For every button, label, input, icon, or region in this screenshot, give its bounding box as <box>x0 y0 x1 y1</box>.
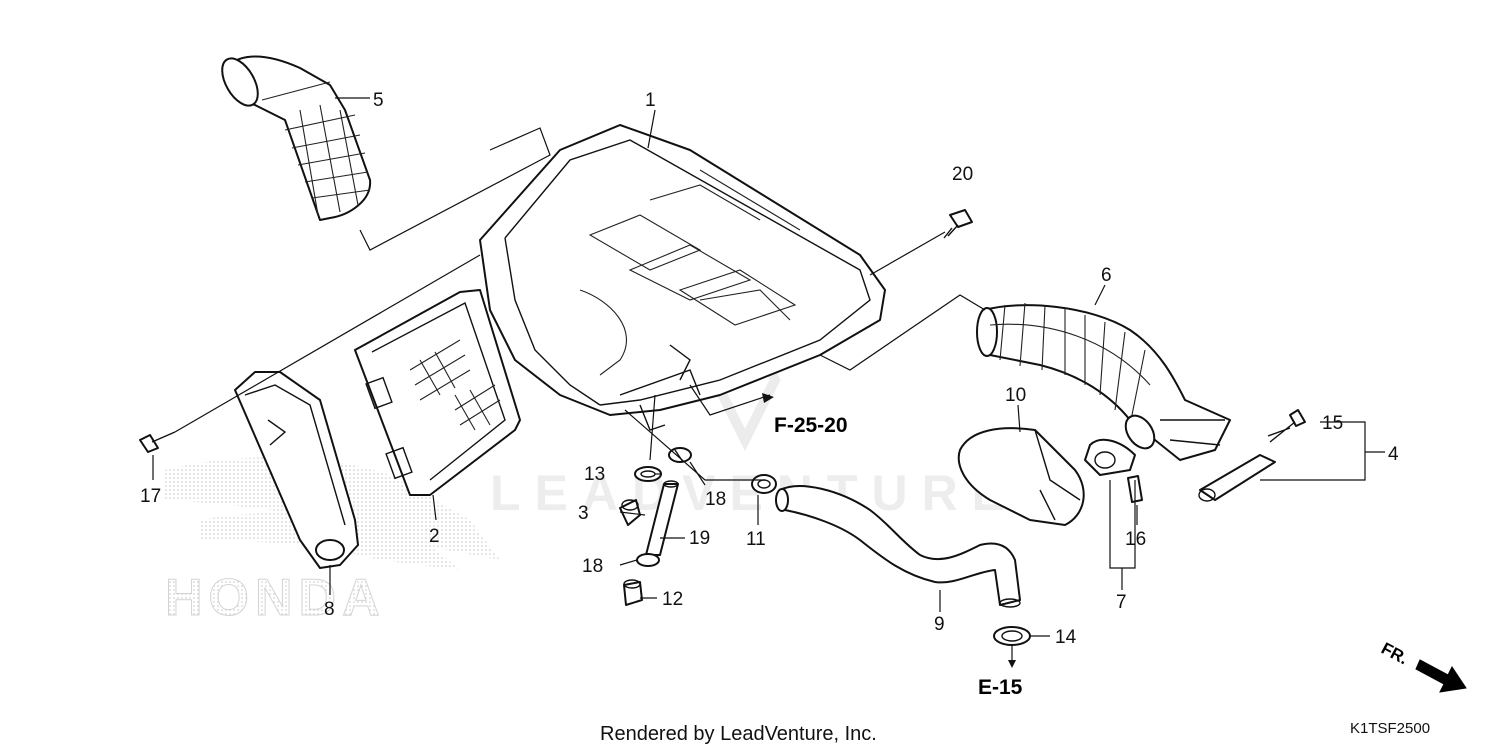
callout-7[interactable]: 7 <box>1116 592 1127 613</box>
callout-18-upper[interactable]: 18 <box>705 489 726 510</box>
part-7-band[interactable] <box>1084 438 1136 476</box>
part-5-inlet-duct[interactable] <box>215 52 372 221</box>
part-17-screw[interactable] <box>139 431 176 453</box>
part-14-clip[interactable] <box>993 626 1031 646</box>
part-6-connecting-tube[interactable] <box>976 302 1231 461</box>
callout-15[interactable]: 15 <box>1322 413 1343 434</box>
callout-10[interactable]: 10 <box>1005 385 1026 406</box>
callout-18-lower[interactable]: 18 <box>582 556 603 577</box>
front-direction-indicator: FR. <box>1378 639 1467 693</box>
part-4-band[interactable] <box>1198 454 1276 502</box>
part-9-drain-hose[interactable] <box>775 485 1021 608</box>
part-1-air-cleaner-case[interactable] <box>479 124 886 431</box>
part-15-screw[interactable] <box>1267 409 1306 443</box>
part-10-resonator[interactable] <box>957 427 1085 526</box>
callout-3[interactable]: 3 <box>578 503 589 524</box>
diagram-code: K1TSF2500 <box>1350 720 1430 737</box>
callout-12[interactable]: 12 <box>662 589 683 610</box>
callout-19[interactable]: 19 <box>689 528 710 549</box>
callout-14[interactable]: 14 <box>1055 627 1077 648</box>
callout-4[interactable]: 4 <box>1388 444 1399 465</box>
callout-5[interactable]: 5 <box>373 90 384 111</box>
callout-1[interactable]: 1 <box>645 90 656 111</box>
callout-9[interactable]: 9 <box>934 614 945 635</box>
leader-lines <box>152 97 1385 668</box>
part-12-plug[interactable] <box>623 579 643 606</box>
front-arrow-icon <box>1415 659 1467 693</box>
part-2-air-filter-element[interactable] <box>354 289 521 496</box>
callout-17[interactable]: 17 <box>140 486 161 507</box>
part-8-filter-cover[interactable] <box>234 371 359 569</box>
watermark-brand-text: HONDA <box>165 569 386 627</box>
front-direction-label: FR. <box>1378 639 1411 669</box>
part-19-tube[interactable] <box>645 480 679 556</box>
callout-20[interactable]: 20 <box>952 164 973 185</box>
part-18-clip-lower[interactable] <box>636 553 660 567</box>
reference-e-15[interactable]: E-15 <box>978 676 1023 699</box>
callout-16[interactable]: 16 <box>1125 529 1146 550</box>
callout-6[interactable]: 6 <box>1101 265 1112 286</box>
watermark-text: LEADVENTURE <box>490 465 1019 521</box>
footer-credit: Rendered by LeadVenture, Inc. <box>600 723 877 745</box>
part-20-bolt[interactable] <box>943 209 973 239</box>
reference-f-25-20[interactable]: F-25-20 <box>774 414 848 437</box>
callout-11[interactable]: 11 <box>746 529 766 550</box>
callout-8[interactable]: 8 <box>324 599 335 620</box>
part-18-clip-upper[interactable] <box>668 447 692 463</box>
part-11-clip[interactable] <box>751 474 777 494</box>
callout-2[interactable]: 2 <box>429 526 440 547</box>
callout-labels: 1 2 3 4 5 6 7 8 9 10 11 12 13 14 15 16 1… <box>140 90 1399 648</box>
callout-13[interactable]: 13 <box>584 464 605 485</box>
